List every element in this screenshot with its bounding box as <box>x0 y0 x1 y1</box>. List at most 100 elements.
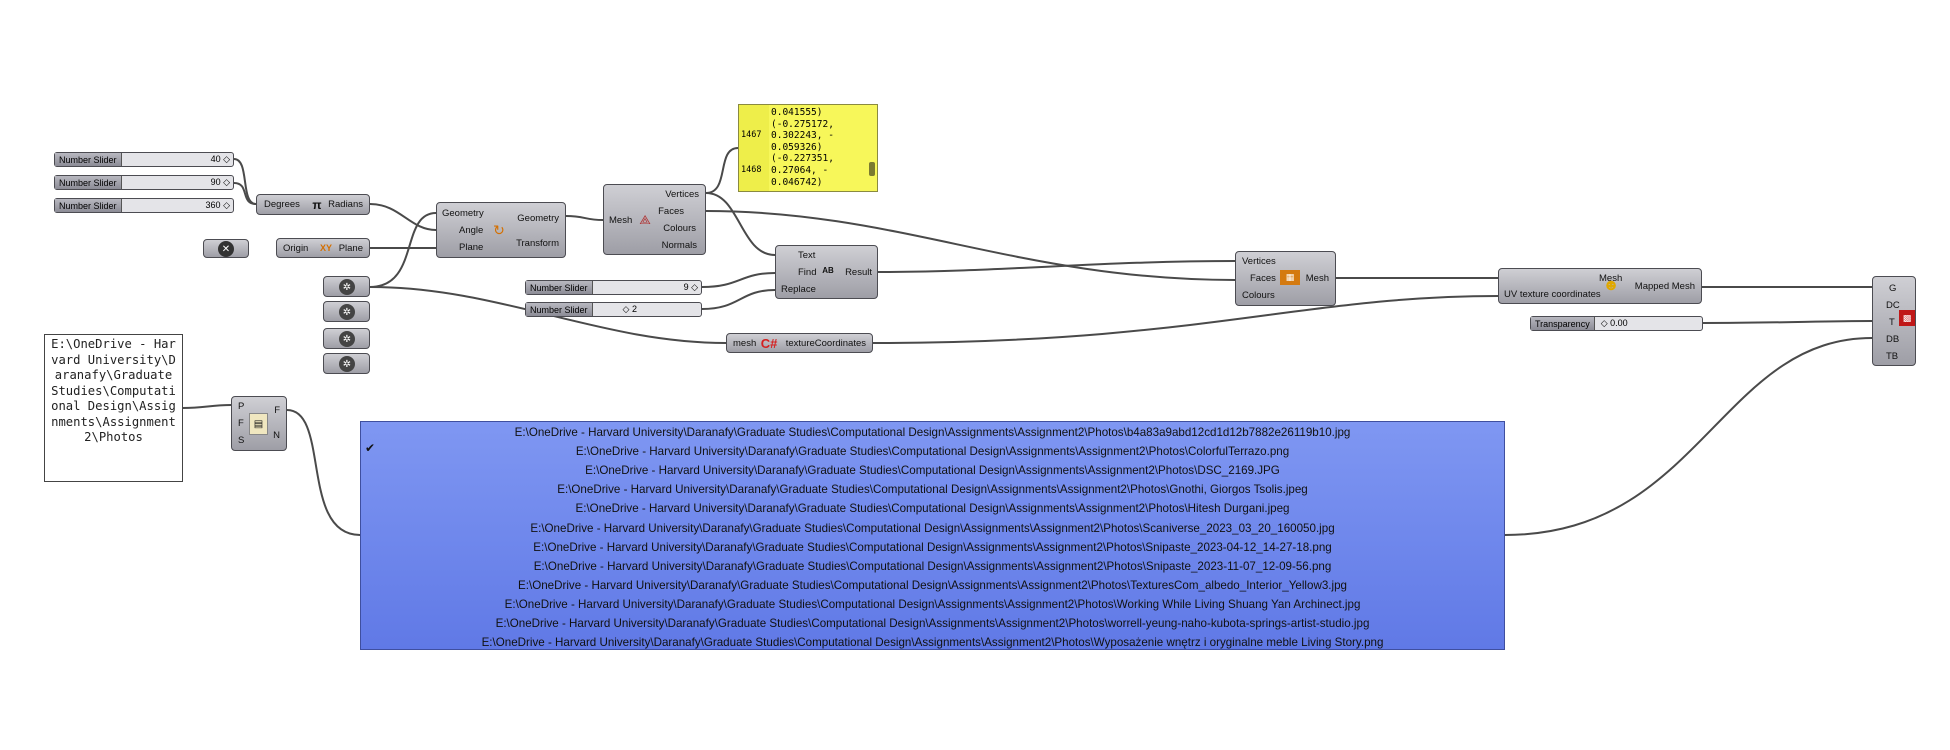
radians-output[interactable]: Radians <box>328 199 363 210</box>
mesh-input[interactable]: Mesh <box>1599 273 1623 284</box>
rotate-plane-input[interactable]: Plane <box>459 242 484 253</box>
transparency-slider[interactable]: Transparency ◇ 0.00 <box>1530 316 1703 331</box>
rotate-geometry-input[interactable]: Geometry <box>442 208 484 219</box>
folder-path-panel[interactable]: E:\OneDrive - Harvard University\Daranaf… <box>44 334 183 482</box>
material-tb-input[interactable]: TB <box>1886 351 1899 362</box>
mesh-output[interactable]: Mesh <box>1305 273 1329 284</box>
number-slider-9[interactable]: Number Slider 9 ◇ <box>525 280 702 295</box>
origin-input[interactable]: Origin <box>283 243 309 254</box>
deconstruct-mesh-input[interactable]: Mesh <box>609 215 633 226</box>
slider-label: Number Slider <box>526 281 593 294</box>
file-list-item[interactable]: E:\OneDrive - Harvard University\Daranaf… <box>518 578 1347 592</box>
files-component[interactable]: P F S ▤ F N <box>231 396 287 451</box>
panel-row: 0.041555) <box>739 107 877 119</box>
geometry-param-2[interactable]: ✲ <box>323 301 370 322</box>
geometry-param-4[interactable]: ✲ <box>323 353 370 374</box>
text-input[interactable]: Text <box>798 250 816 261</box>
find-input[interactable]: Find <box>798 267 817 278</box>
construct-mesh-icon: ▦ <box>1280 270 1300 285</box>
plane-output[interactable]: Plane <box>338 243 363 254</box>
number-slider-2[interactable]: Number Slider ◇ 2 <box>525 302 702 317</box>
file-value-list[interactable]: E:\OneDrive - Harvard University\Daranaf… <box>360 421 1505 650</box>
panel-row-index: 1467 <box>741 130 762 141</box>
file-list-item[interactable]: E:\OneDrive - Harvard University\Daranaf… <box>533 540 1332 554</box>
material-component[interactable]: G DC T DB TB ▩ <box>1872 276 1916 366</box>
snowflake-icon: ✲ <box>339 279 355 295</box>
result-output[interactable]: Result <box>845 267 872 278</box>
file-list-item[interactable]: E:\OneDrive - Harvard University\Daranaf… <box>481 636 1384 650</box>
files-f-output[interactable]: F <box>274 405 280 416</box>
number-slider-360[interactable]: Number Slider 360 ◇ <box>54 198 234 213</box>
number-slider-40[interactable]: Number Slider 40 ◇ <box>54 152 234 167</box>
file-list-item[interactable]: E:\OneDrive - Harvard University\Daranaf… <box>557 483 1308 497</box>
slider-value[interactable]: 9 ◇ <box>683 282 698 292</box>
geometry-param-3[interactable]: ✲ <box>323 328 370 349</box>
panel-row-text: (-0.275172, <box>771 118 834 130</box>
panel-row-text: 0.27064, - <box>771 164 829 176</box>
number-slider-90[interactable]: Number Slider 90 ◇ <box>54 175 234 190</box>
replace-input[interactable]: Replace <box>781 284 816 295</box>
radians-icon: π <box>312 198 322 212</box>
rotate-component[interactable]: Geometry Angle Plane ↻ Geometry Transfor… <box>436 202 566 258</box>
files-s-input[interactable]: S <box>238 435 245 446</box>
file-list-item[interactable]: E:\OneDrive - Harvard University\Daranaf… <box>504 597 1361 611</box>
rotate-geometry-output[interactable]: Geometry <box>517 213 559 224</box>
mapped-mesh-component[interactable]: Mesh UV texture coordinates ☻ Mapped Mes… <box>1498 268 1702 304</box>
checkmark-icon: ✔ <box>364 441 376 455</box>
faces-input[interactable]: Faces <box>1250 273 1276 284</box>
file-list-item[interactable]: E:\OneDrive - Harvard University\Daranaf… <box>533 559 1332 573</box>
slider-value[interactable]: ◇ 0.00 <box>1600 318 1628 328</box>
files-p-input[interactable]: P <box>238 401 245 412</box>
construct-mesh-component[interactable]: Vertices Faces Colours ▦ Mesh <box>1235 251 1336 306</box>
material-t-input[interactable]: T <box>1889 317 1895 328</box>
deconstruct-mesh-icon: ⟁ <box>639 212 651 227</box>
files-n-output[interactable]: N <box>273 430 280 441</box>
folder-path-text: E:\OneDrive - Harvard University\Daranaf… <box>51 337 176 444</box>
file-list-item[interactable]: E:\OneDrive - Harvard University\Daranaf… <box>495 617 1370 630</box>
transparency-value: 0.00 <box>1610 318 1628 328</box>
files-f-input[interactable]: F <box>238 418 244 429</box>
slider-value[interactable]: 360 ◇ <box>205 200 230 210</box>
colours-input[interactable]: Colours <box>1242 290 1275 301</box>
material-icon: ▩ <box>1899 310 1915 326</box>
deconstruct-mesh-component[interactable]: Mesh ⟁ Vertices Faces Colours Normals <box>603 184 706 255</box>
file-list-item[interactable]: E:\OneDrive - Harvard University\Daranaf… <box>575 445 1290 459</box>
material-db-input[interactable]: DB <box>1886 334 1900 345</box>
mesh-input[interactable]: mesh <box>733 338 757 349</box>
slider-value[interactable]: 90 ◇ <box>210 177 230 187</box>
faces-output[interactable]: Faces <box>658 206 684 217</box>
slider-value[interactable]: 40 ◇ <box>210 154 230 164</box>
slider-value[interactable]: ◇ 2 <box>622 304 637 314</box>
file-list-item[interactable]: E:\OneDrive - Harvard University\Daranaf… <box>575 502 1290 516</box>
file-list-item[interactable]: E:\OneDrive - Harvard University\Daranaf… <box>530 521 1335 535</box>
text-replace-component[interactable]: Text Find Replace AB Result <box>775 245 878 299</box>
panel-row: 0.046742) <box>739 177 877 189</box>
xy-plane-component[interactable]: Origin XY Plane <box>276 238 370 258</box>
colours-output[interactable]: Colours <box>663 223 696 234</box>
vertices-output[interactable]: Vertices <box>665 189 699 200</box>
file-list-item[interactable]: E:\OneDrive - Harvard University\Daranaf… <box>585 464 1280 478</box>
panel-scrollbar[interactable] <box>869 162 875 176</box>
uv-coordinates-input[interactable]: UV texture coordinates <box>1504 289 1601 300</box>
vertices-input[interactable]: Vertices <box>1242 256 1276 267</box>
geometry-param-1[interactable]: ✲ <box>323 276 370 297</box>
mapped-mesh-output[interactable]: Mapped Mesh <box>1634 281 1695 292</box>
panel-index-column <box>739 105 769 191</box>
param-component[interactable]: ✕ <box>203 239 249 258</box>
csharp-component[interactable]: mesh C# textureCoordinates <box>726 333 873 353</box>
degrees-input[interactable]: Degrees <box>264 199 300 210</box>
slider-label: Number Slider <box>55 176 122 189</box>
rotate-angle-input[interactable]: Angle <box>459 225 484 236</box>
normals-output[interactable]: Normals <box>661 240 697 251</box>
panel-row-text: 0.059326) <box>771 141 823 153</box>
material-dc-input[interactable]: DC <box>1886 300 1900 311</box>
file-list-rows: E:\OneDrive - Harvard University\Daranaf… <box>361 422 1504 649</box>
material-g-input[interactable]: G <box>1889 283 1897 294</box>
file-list-item[interactable]: E:\OneDrive - Harvard University\Daranaf… <box>514 426 1351 439</box>
rotate-transform-output[interactable]: Transform <box>516 238 559 249</box>
degrees-component[interactable]: Degrees π Radians <box>256 194 370 215</box>
texture-coordinates-output[interactable]: textureCoordinates <box>785 338 866 349</box>
